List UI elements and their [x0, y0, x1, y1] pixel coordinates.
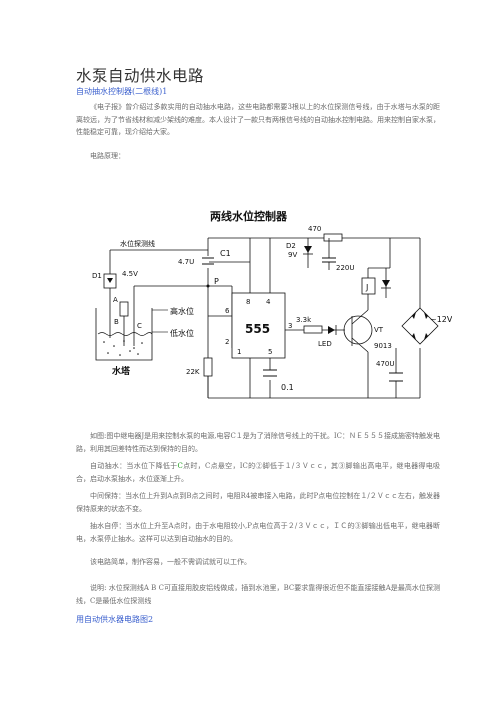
node-a-label: A [113, 296, 118, 304]
resistor-470 [323, 233, 343, 242]
node-c-label: C [137, 322, 142, 330]
page-title: 水泵自动供水电路 [76, 67, 205, 85]
footer-link[interactable]: 用自动供水器电路图2 [76, 615, 154, 624]
supply-label: ~12V [430, 315, 452, 324]
auto-pump-post: 点时，C点悬空，IC的②脚低于１/３Ｖｃｃ，其③脚输出高电平，继电器得电吸合，启… [76, 462, 440, 483]
circuit-title: 两线水位控制器 [210, 209, 288, 223]
ic-555-box [231, 292, 286, 359]
water-tower-label: 水塔 [112, 365, 131, 377]
capacitor-470u-label: 470U [376, 360, 394, 368]
low-level-label: 低水位 [170, 328, 194, 338]
diode-d1-label: D1 [92, 272, 102, 280]
water-fill-icon [103, 340, 143, 356]
zener-d2-value: 9V [288, 251, 297, 259]
circuit-diagram: 两线水位控制器 [92, 209, 452, 399]
caption-paragraph: 如图:图中继电器J是用来控制水泵的电源,电容C１是为了消除信号线上的干扰。IC：… [76, 432, 440, 453]
diode-d1-value: 4.5V [122, 270, 138, 278]
transistor-vt-label: VT [374, 326, 384, 334]
principle-label: 电路原理： [90, 152, 125, 160]
pin-5: 5 [268, 348, 272, 356]
capacitor-c1-label: C1 [220, 249, 231, 258]
high-level-label: 高水位 [170, 306, 194, 316]
capacitor-220u-label: 220U [336, 264, 354, 272]
bridge-rectifier-icon [401, 307, 439, 345]
resistor-3-3k-label: 3.3k [296, 316, 312, 324]
resistor-3-3k [303, 325, 323, 334]
resistor-22k [203, 357, 213, 377]
pin-2: 2 [225, 338, 229, 346]
transistor-vt-icon [343, 315, 373, 345]
pin-3: 3 [288, 322, 292, 330]
led-icon [328, 326, 335, 334]
auto-pump-paragraph: 自动抽水：当水位下降低于C点时，C点悬空，IC的②脚低于１/３Ｖｃｃ，其③脚输出… [76, 460, 440, 485]
note-paragraph: 说明: 水位探测线A B C可直接用胶皮铝线做成，插到水池里，BC要求靠得很近但… [76, 584, 440, 605]
pin-1: 1 [237, 348, 241, 356]
relay-j-label: J [365, 283, 368, 292]
diode-d1-icon [107, 278, 113, 283]
node-p-label: P [214, 277, 219, 286]
water-surface-icon [97, 332, 153, 336]
resistor-22k-label: 22K [186, 368, 200, 376]
hold-paragraph: 中间保持：当水位上升到A点到B点之间时，电阻R4被串接入电路，此时P点电位控制在… [76, 492, 440, 513]
probe-line-label: 水位探测线 [120, 239, 155, 248]
auto-pump-pre: 自动抽水：当水位下降低于 [90, 462, 178, 470]
resistor-470-label: 470 [308, 225, 321, 233]
auto-stop-paragraph: 抽水自停：当水位上升至A点时，由于水电阻较小,P点电位高于２/３Ｖｃｃ，ＩＣ的③… [76, 522, 440, 543]
node-b-label: B [114, 318, 119, 326]
transistor-model-label: 9013 [374, 342, 392, 350]
zener-d2-label: D2 [286, 242, 296, 250]
capacitor-0-1-label: 0.1 [281, 383, 294, 392]
pin-6: 6 [225, 307, 230, 315]
led-label: LED [318, 340, 332, 348]
ic-555-label: 555 [245, 322, 270, 336]
relay-j-box [361, 277, 376, 295]
auto-pump-c-highlight: C [177, 462, 183, 470]
pin-8: 8 [246, 298, 250, 306]
intro-paragraph: 《电子报》曾介绍过多款实用的自动抽水电路，这些电路都需要3根以上的水位探测信号线… [76, 103, 440, 136]
simple-paragraph: 该电路简单，制作容易，一般不需调试就可以工作。 [90, 558, 251, 566]
capacitor-c1-value: 4.7U [178, 258, 194, 266]
pin-4: 4 [266, 298, 271, 306]
subtitle-link[interactable]: 自动抽水控制器(二根线)1 [76, 87, 168, 96]
